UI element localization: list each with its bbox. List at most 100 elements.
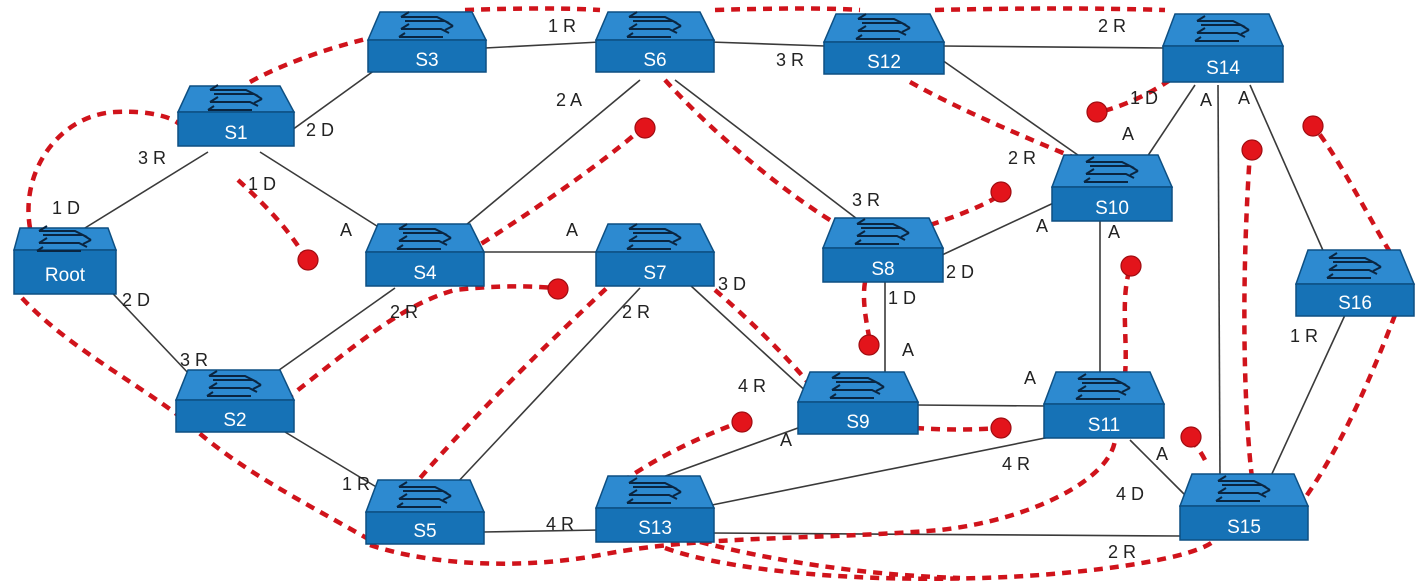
blocked-path-s12-s10 [908, 80, 1076, 161]
port-label: 2 R [1008, 148, 1036, 168]
port-label: 1 R [1290, 326, 1318, 346]
port-label: 3 R [776, 50, 804, 70]
switch-s11-label: S11 [1088, 415, 1120, 436]
switch-s14-label: S14 [1206, 58, 1240, 79]
switch-s1-label: S1 [224, 123, 247, 144]
link-s13-s15 [709, 532, 1181, 537]
blocked-port-dot [990, 181, 1012, 203]
switch-s3-label: S3 [415, 50, 438, 71]
link-s9-s11 [914, 404, 1049, 407]
port-label: A [1036, 216, 1048, 236]
switch-s7-label: S7 [643, 263, 666, 284]
link-s12-s10 [941, 59, 1086, 161]
blocked-paths [20, 6, 1398, 582]
switch-s5-label: S5 [413, 521, 436, 542]
blocked-path-s12-s14-top [934, 6, 1166, 13]
link-s6-s8 [674, 79, 866, 226]
link-s14-s16 [1249, 84, 1326, 256]
link-s1-s3 [291, 69, 376, 131]
blocked-path-s16-dot [1313, 126, 1392, 254]
link-s5-s13 [482, 529, 601, 533]
port-label: 3 R [138, 148, 166, 168]
port-label: A [1024, 368, 1036, 388]
switch-s16: S16 [1294, 249, 1416, 317]
blocked-path-s6-s12-top [714, 6, 861, 13]
port-label: 1 R [548, 16, 576, 36]
switch-s15-label: S15 [1227, 517, 1261, 538]
port-label: A [566, 220, 578, 240]
blocked-path-s8-dot [929, 193, 1002, 228]
blocked-path-s1-s3 [248, 35, 371, 84]
port-label: 3 D [718, 274, 746, 294]
switch-s16-label: S16 [1338, 293, 1372, 314]
blocked-port-dot [731, 411, 753, 433]
blocked-port-dot [547, 278, 569, 300]
switch-s15: S15 [1178, 473, 1310, 541]
switch-s14: S14 [1161, 13, 1285, 83]
link-s4-s2 [264, 287, 396, 381]
blocked-port-dot [1086, 101, 1108, 123]
port-label: A [780, 430, 792, 450]
switch-root-label: Root [45, 265, 86, 286]
switch-s8: S8 [821, 217, 945, 283]
switch-s4: S4 [364, 223, 486, 287]
link-s14-s10 [1144, 84, 1196, 161]
blocked-path-s1-dot [236, 178, 304, 254]
blocked-path-s4-dot [466, 128, 642, 254]
switch-s13: S13 [594, 475, 716, 543]
blocked-path-s9-dot [914, 425, 1001, 432]
switch-s9: S9 [796, 371, 920, 435]
port-label: 2 R [622, 302, 650, 322]
link-s16-s15 [1269, 314, 1346, 479]
switch-s11: S11 [1042, 371, 1166, 439]
links [71, 41, 1346, 537]
blocked-path-s13-dot [620, 419, 741, 484]
switch-s12: S12 [822, 13, 946, 75]
port-label: 3 R [180, 350, 208, 370]
switch-s2-label: S2 [223, 410, 246, 431]
blocked-path-s11-dot [1122, 267, 1133, 376]
port-label: 4 R [1002, 454, 1030, 474]
port-label: 4 R [738, 376, 766, 396]
blocked-path-s5-s7 [408, 283, 612, 492]
blocked-port-dot [1241, 139, 1263, 161]
blocked-port-dot [858, 334, 880, 356]
switch-s5: S5 [364, 479, 486, 545]
port-label: 2 D [946, 262, 974, 282]
link-s2-s5 [284, 431, 379, 489]
port-label: 1 D [52, 198, 80, 218]
switch-s2: S2 [174, 369, 296, 433]
blocked-path-s8-s9-dot [861, 281, 873, 343]
port-label: A [1238, 88, 1250, 108]
port-label: 2 A [556, 90, 582, 110]
link-s6-s4 [459, 79, 641, 231]
port-label: 3 R [852, 190, 880, 210]
link-s14-s15 [1217, 84, 1221, 479]
blocked-port-dot [634, 117, 656, 139]
port-label: A [1200, 90, 1212, 110]
link-s12-s14 [941, 45, 1166, 49]
blocked-path-s5-s11 [369, 439, 1118, 566]
blocked-path-s7-s9 [713, 288, 812, 387]
port-label: 2 D [122, 290, 150, 310]
link-root-s2 [99, 279, 191, 376]
link-s6-s12 [709, 41, 826, 47]
switch-s12-label: S12 [867, 52, 901, 73]
blocked-path-root-s1 [26, 109, 182, 229]
port-label: A [1122, 124, 1134, 144]
port-label: 1 D [248, 174, 276, 194]
blocked-path-s2-dot [283, 284, 556, 402]
link-s1-s4 [259, 151, 381, 229]
switch-s9-label: S9 [846, 412, 869, 433]
switch-s8-label: S8 [871, 259, 894, 280]
switch-s6: S6 [594, 11, 716, 73]
blocked-port-dot [990, 417, 1012, 439]
blocked-port-dot [1180, 426, 1202, 448]
port-label: A [1156, 444, 1168, 464]
blocked-port-dots [297, 101, 1324, 448]
link-root-s1 [71, 151, 209, 237]
port-label: 1 D [1130, 88, 1158, 108]
switch-s4-label: S4 [413, 263, 437, 284]
switch-s7: S7 [594, 223, 716, 287]
switch-s3: S3 [366, 11, 488, 73]
